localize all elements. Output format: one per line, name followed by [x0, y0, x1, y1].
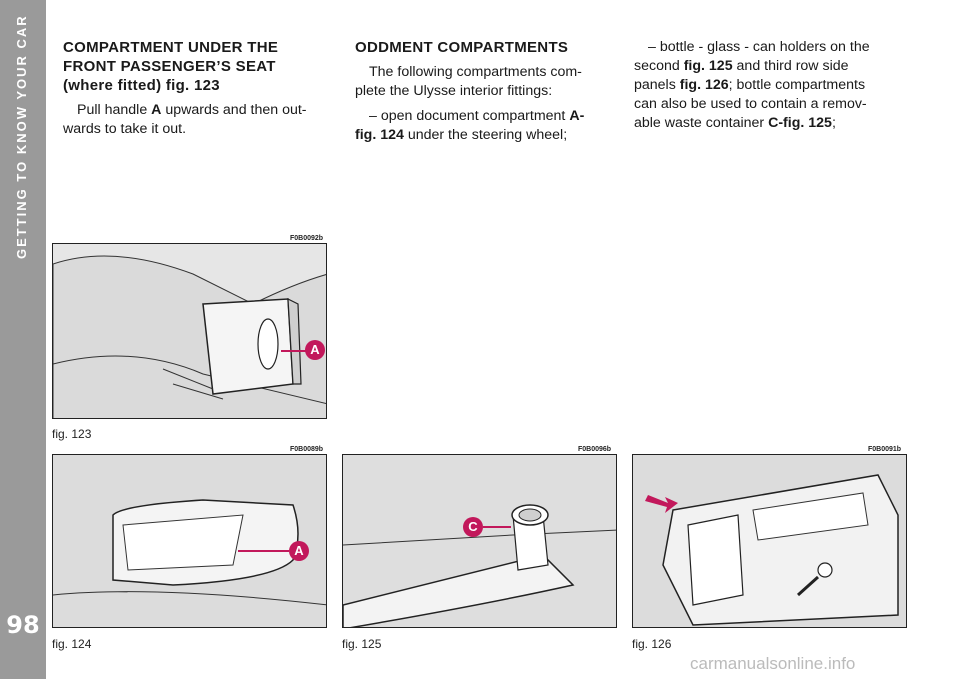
figure-code: F0B0096b: [578, 446, 612, 453]
sidebar: GETTING TO KNOW YOUR CAR 98: [0, 0, 46, 679]
figure-code: F0B0089b: [290, 446, 324, 453]
paragraph: Pull handle A upwards and then out-wards…: [63, 102, 307, 137]
figure-caption: fig. 123: [52, 427, 92, 441]
page-number: 98: [6, 611, 40, 639]
figure-caption: fig. 124: [52, 637, 92, 651]
paragraph: – open document compartment A-fig. 124 u…: [355, 108, 585, 143]
figure-caption: fig. 125: [342, 637, 382, 651]
section-heading: COMPARTMENT UNDER THE FRONT PASSENGER’S …: [63, 39, 279, 94]
figure-code: F0B0091b: [868, 446, 902, 453]
figure-124: A: [52, 454, 327, 628]
figure-code: F0B0092b: [290, 235, 324, 242]
column-2: ODDMENT COMPARTMENTS The following compa…: [355, 38, 605, 151]
figure-123: A: [52, 243, 327, 419]
watermark: carmanualsonline.info: [690, 654, 856, 673]
figure-caption: fig. 126: [632, 637, 672, 651]
paragraph: – bottle - glass - can holders on the se…: [634, 39, 870, 131]
callout-label: C: [463, 517, 483, 537]
callout-label: A: [289, 541, 309, 561]
section-heading: ODDMENT COMPARTMENTS: [355, 39, 569, 56]
section-title: GETTING TO KNOW YOUR CAR: [14, 14, 29, 259]
paragraph: The following compartments com-plete the…: [355, 64, 582, 99]
callout-label: A: [305, 340, 325, 360]
column-3: – bottle - glass - can holders on the se…: [634, 38, 884, 139]
figure-126: [632, 454, 907, 628]
figure-125: C: [342, 454, 617, 628]
column-1: COMPARTMENT UNDER THE FRONT PASSENGER’S …: [63, 38, 325, 145]
